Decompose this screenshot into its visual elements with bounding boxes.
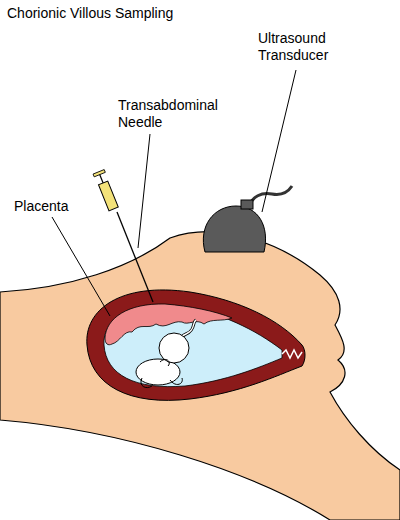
leader-line (52, 217, 110, 316)
ultrasound-transducer (203, 206, 265, 252)
fetus-limbs (141, 359, 182, 387)
syringe-plunger (99, 174, 103, 183)
transducer-cable (248, 186, 292, 208)
cervix-canal (282, 350, 302, 358)
syringe-barrel (98, 181, 118, 211)
part-label: Placenta (14, 198, 94, 215)
transducer-neck (241, 200, 253, 209)
amniotic-cavity (104, 305, 282, 387)
syringe-thumb (93, 170, 105, 177)
diagram-title: Chorionic Villous Sampling (7, 5, 173, 22)
syringe (93, 170, 119, 212)
uterus-wall (87, 290, 305, 400)
part-label: Transabdominal Needle (118, 97, 228, 131)
needle-shaft (117, 212, 153, 302)
part-label: Ultrasound Transducer (258, 30, 340, 64)
fetus-head (159, 333, 189, 363)
abdomen-body (0, 232, 400, 520)
leader-line (262, 70, 296, 212)
leader-line (138, 134, 150, 248)
